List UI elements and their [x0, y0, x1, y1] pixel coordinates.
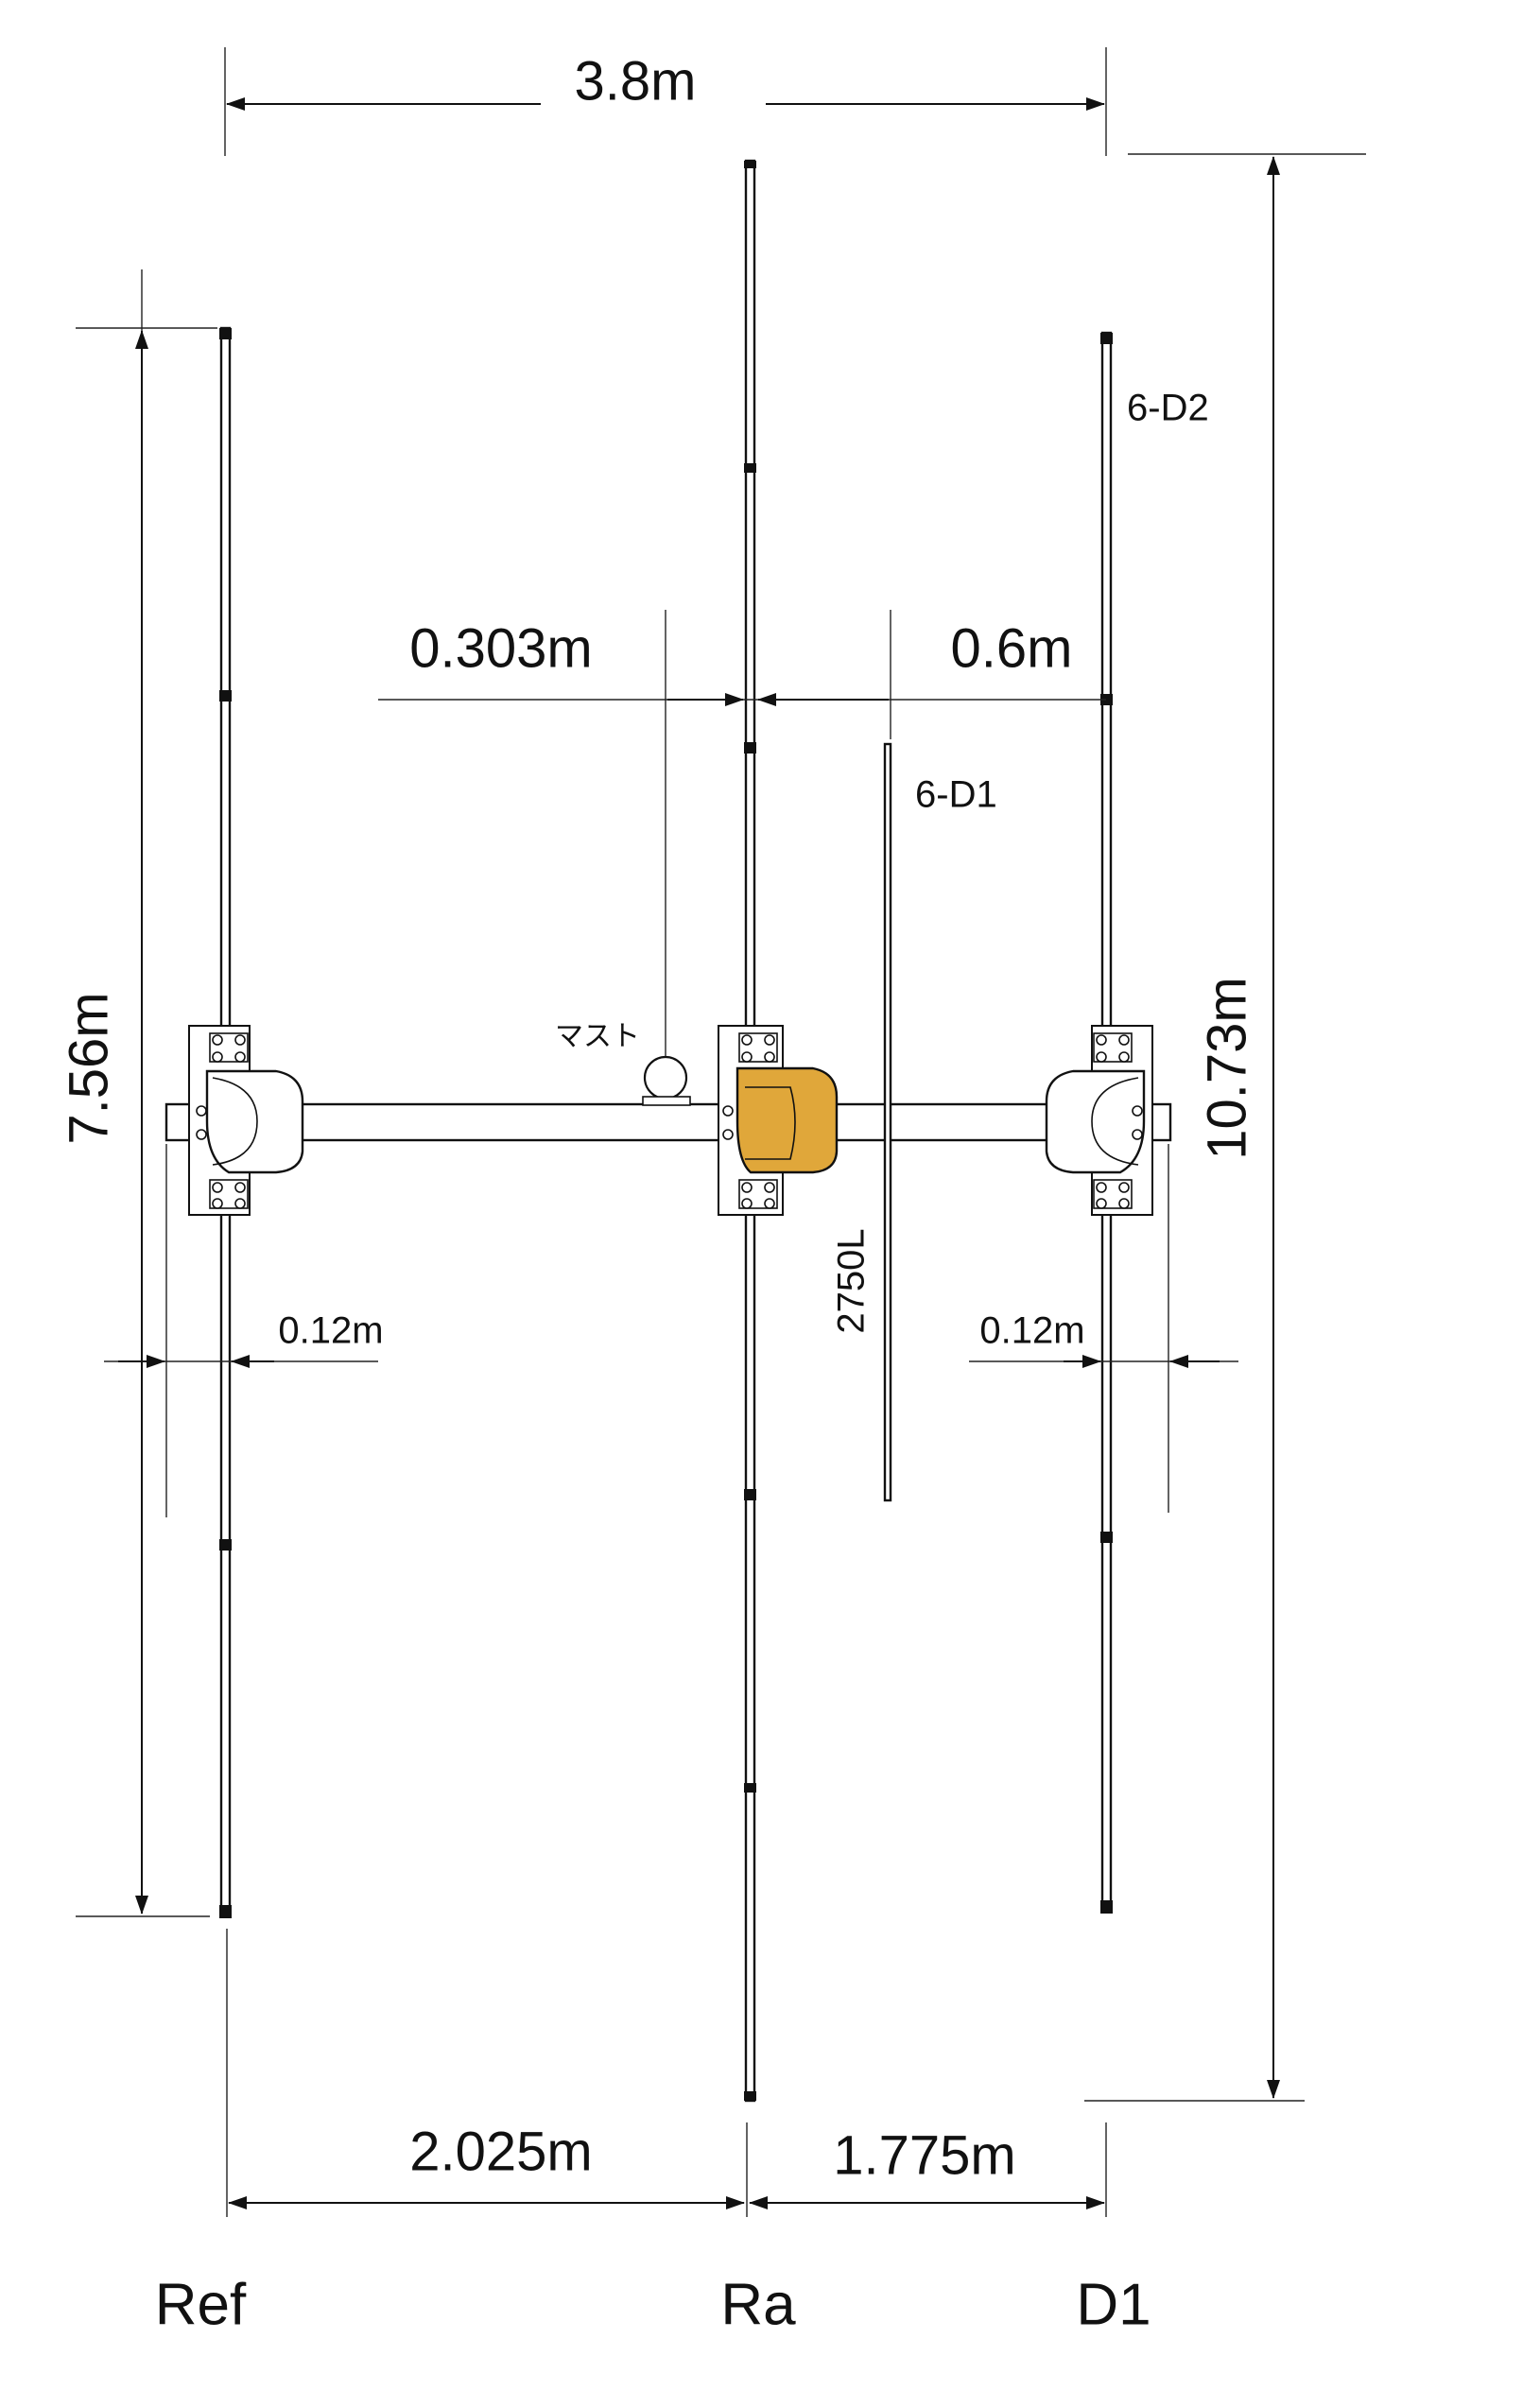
sub-director-element: [883, 742, 892, 1502]
feed-offset-label: 0.303m: [409, 617, 592, 679]
overall-length-label: 3.8m: [575, 50, 697, 112]
ref-clamp-offset-label: 0.12m: [278, 1310, 383, 1352]
director-clamp: [1045, 1025, 1153, 1216]
director-spacing-label: 1.775m: [833, 2124, 1015, 2186]
radiator-length-label: 10.73m: [1196, 977, 1257, 1159]
overall-length-dimension: 3.8m: [224, 47, 1107, 156]
element-spacing-dimensions: 2.025m 1.775m: [226, 1929, 1107, 2217]
d1-offset-label: 0.6m: [951, 617, 1073, 679]
d1-clamp-offset-dimension: 0.12m: [969, 1144, 1238, 1513]
mast-label: マスト: [555, 1021, 640, 1052]
reflector-spacing-label: 2.025m: [409, 2121, 592, 2182]
reflector-length-label: 7.56m: [58, 992, 119, 1144]
d2-label: 6-D2: [1127, 388, 1209, 429]
reflector-length-dimension: 7.56m: [58, 269, 217, 1917]
ra-column-label: Ra: [720, 2272, 796, 2337]
boom: [164, 1102, 1172, 1142]
radiator-length-dimension: 10.73m: [1084, 153, 1366, 2102]
mast: マスト: [555, 610, 691, 1106]
sub-element-length-label: 2750L: [831, 1228, 873, 1333]
reflector-clamp: [188, 1025, 304, 1216]
d1-column-label: D1: [1076, 2272, 1151, 2337]
d1-clamp-offset-label: 0.12m: [979, 1310, 1084, 1352]
feed-box: [718, 1025, 839, 1216]
d1-sub-label: 6-D1: [915, 774, 997, 816]
offset-dimensions: 0.303m 0.6m: [378, 610, 1106, 739]
ref-clamp-offset-dimension: 0.12m: [104, 1144, 384, 1517]
ref-column-label: Ref: [155, 2272, 247, 2337]
